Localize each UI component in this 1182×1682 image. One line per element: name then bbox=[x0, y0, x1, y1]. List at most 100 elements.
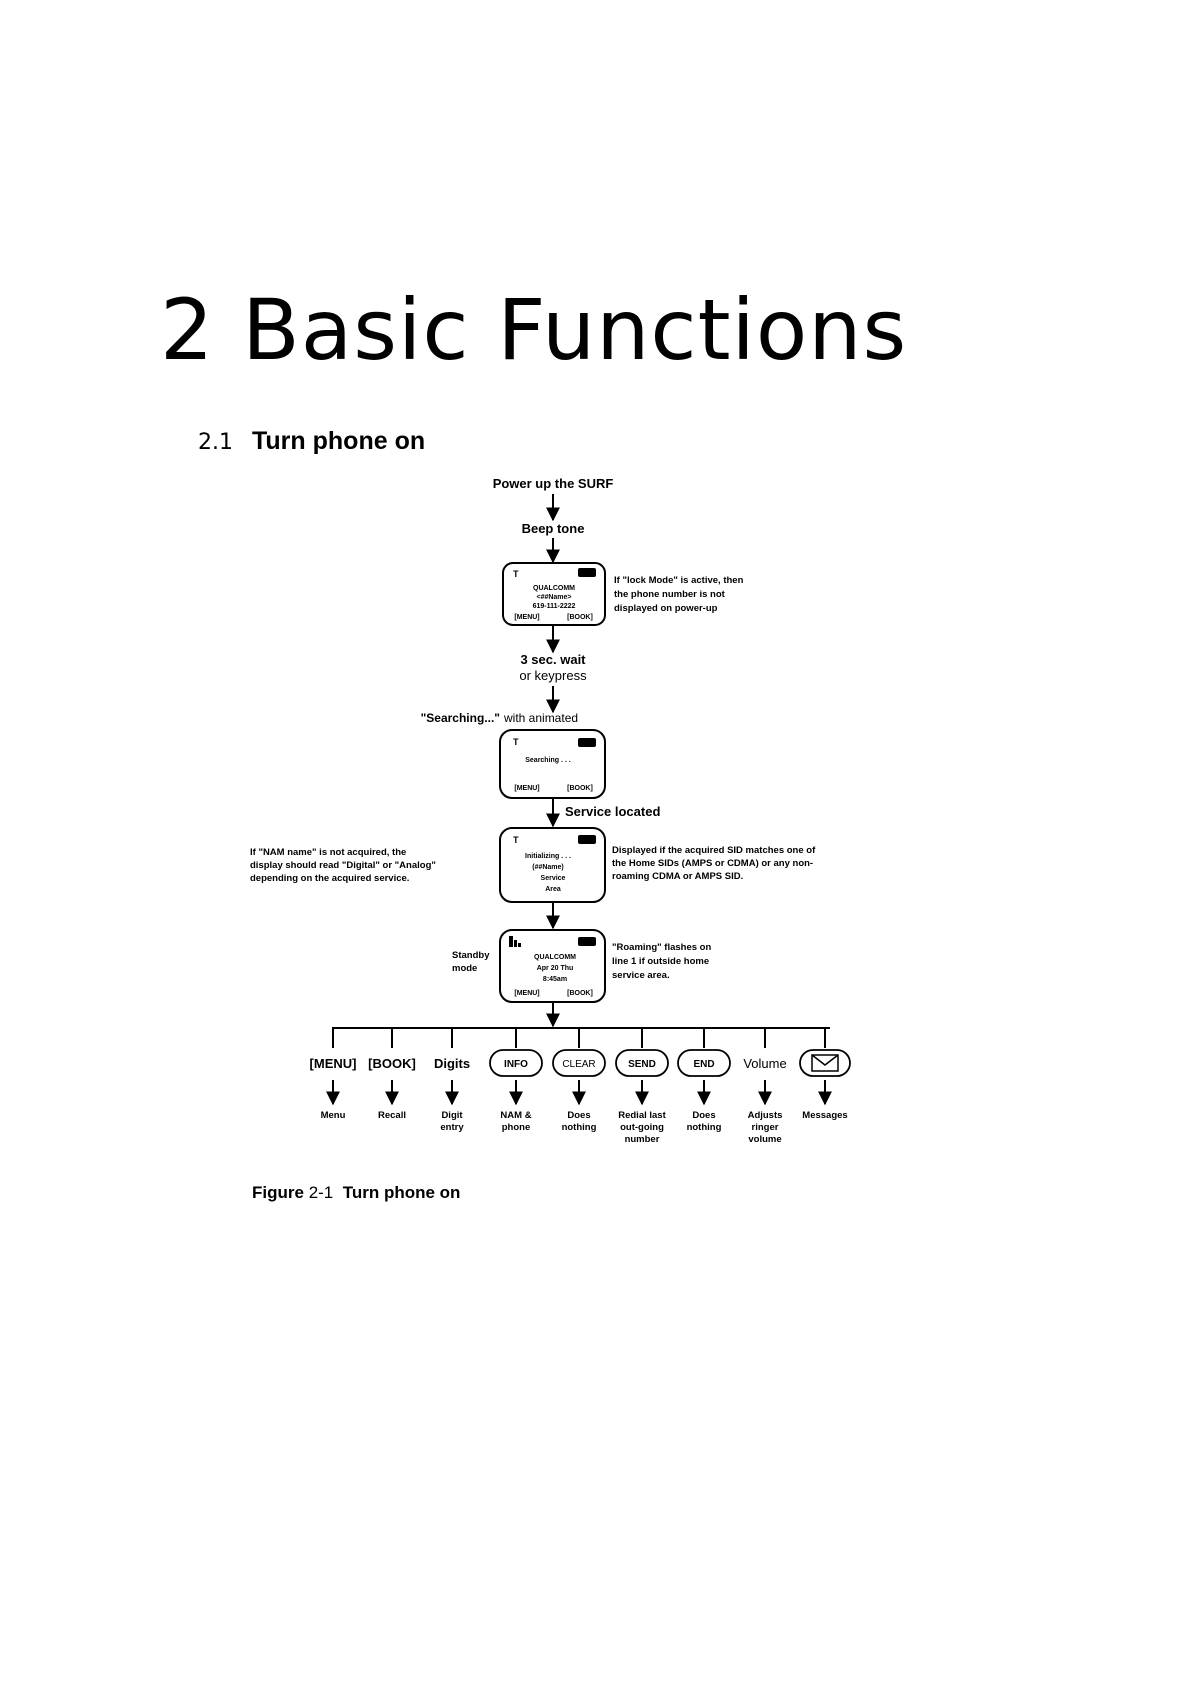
service-located-label: Service located bbox=[565, 804, 660, 819]
key-result: out-going bbox=[620, 1122, 664, 1133]
screen-line: Searching . . . bbox=[525, 757, 571, 764]
screen-line: 619-111-2222 bbox=[533, 603, 576, 610]
volume-key: Volume bbox=[743, 1056, 786, 1071]
svg-text:"Roaming" flashes on: "Roaming" flashes on bbox=[612, 942, 711, 953]
end-key-outline bbox=[677, 1049, 731, 1077]
battery-icon bbox=[578, 835, 596, 844]
svg-text:the Home SIDs (AMPS or CDMA) o: the Home SIDs (AMPS or CDMA) or any non- bbox=[612, 858, 813, 869]
key-column-book: [BOOK] Recall bbox=[368, 1028, 416, 1121]
softkey-right: [BOOK] bbox=[567, 614, 593, 621]
startup-screen: ᵀ QUALCOMM <##Name> 619-111-2222 [MENU] … bbox=[502, 562, 606, 626]
end-key: END bbox=[693, 1059, 714, 1070]
screen-line: Area bbox=[545, 886, 561, 893]
beep-tone-label: Beep tone bbox=[522, 521, 585, 536]
service-screen: ᵀ Initializing . . . (##Name) Service Ar… bbox=[499, 827, 606, 903]
lock-mode-note: If "lock Mode" is active, then the phone… bbox=[614, 575, 744, 614]
key-result: Adjusts bbox=[748, 1110, 783, 1121]
key-result: phone bbox=[502, 1122, 531, 1133]
key-result: number bbox=[625, 1134, 660, 1145]
info-key: INFO bbox=[504, 1059, 528, 1070]
figure-caption: Figure 2-1 Turn phone on bbox=[252, 1183, 460, 1203]
figure-title: Turn phone on bbox=[342, 1183, 461, 1202]
battery-icon bbox=[578, 568, 596, 577]
svg-text:displayed on power-up: displayed on power-up bbox=[614, 603, 718, 614]
antenna-icon: ᵀ bbox=[513, 568, 519, 583]
battery-icon bbox=[578, 738, 596, 747]
key-column-envelope-icon: Messages bbox=[799, 1028, 851, 1121]
softkey-right: [BOOK] bbox=[567, 785, 593, 792]
screen-line: (##Name) bbox=[532, 864, 564, 871]
key-result: nothing bbox=[687, 1122, 722, 1133]
envelope-icon bbox=[811, 1054, 839, 1072]
antenna-icon: ᵀ bbox=[513, 834, 519, 849]
send-key: SEND bbox=[628, 1059, 656, 1070]
key-result: Menu bbox=[321, 1110, 346, 1121]
nam-name-note: If "NAM name" is not acquired, the displ… bbox=[250, 847, 436, 884]
key-result: Recall bbox=[378, 1110, 406, 1121]
sid-note: Displayed if the acquired SID matches on… bbox=[612, 845, 816, 882]
standby-label: Standby bbox=[452, 950, 490, 961]
key-result: entry bbox=[440, 1122, 464, 1133]
svg-text:display should read "Digital": display should read "Digital" or "Analog… bbox=[250, 860, 436, 871]
key-result: volume bbox=[748, 1134, 781, 1145]
searching-label: "Searching..." bbox=[421, 711, 500, 725]
standby-screen: QUALCOMM Apr 20 Thu 8:45am [MENU] [BOOK] bbox=[499, 929, 606, 1003]
softkey-right: [BOOK] bbox=[567, 990, 593, 997]
key-result: ringer bbox=[752, 1122, 779, 1133]
wait-label: 3 sec. wait bbox=[520, 652, 586, 667]
screen-line: Initializing . . . bbox=[525, 853, 571, 860]
svg-text:line 1 if outside home: line 1 if outside home bbox=[612, 956, 709, 967]
screen-line: 8:45am bbox=[543, 976, 567, 983]
clear-key-outline bbox=[552, 1049, 606, 1077]
key-result: Does bbox=[567, 1110, 590, 1121]
figure-label: Figure bbox=[252, 1183, 304, 1202]
digits-key: Digits bbox=[434, 1056, 470, 1071]
roaming-note: "Roaming" flashes on line 1 if outside h… bbox=[612, 942, 711, 981]
battery-icon bbox=[578, 937, 596, 946]
svg-text:If "lock Mode" is active, then: If "lock Mode" is active, then bbox=[614, 575, 744, 586]
key-result: NAM & bbox=[500, 1110, 531, 1121]
key-result: Does bbox=[692, 1110, 715, 1121]
antenna-icon: ᵀ bbox=[513, 736, 519, 751]
svg-text:Displayed if the acquired SID: Displayed if the acquired SID matches on… bbox=[612, 845, 816, 856]
animated-label: with animated bbox=[503, 711, 578, 725]
screen-line: QUALCOMM bbox=[533, 585, 575, 592]
screen-line: Apr 20 Thu bbox=[537, 965, 574, 972]
svg-text:roaming CDMA or AMPS SID.: roaming CDMA or AMPS SID. bbox=[612, 871, 743, 882]
send-key-outline bbox=[615, 1049, 669, 1077]
svg-text:depending on the acquired serv: depending on the acquired service. bbox=[250, 873, 409, 884]
svg-text:the phone number is not: the phone number is not bbox=[614, 589, 726, 600]
keypress-label: or keypress bbox=[519, 668, 587, 683]
svg-text:If "NAM name" is not acquired,: If "NAM name" is not acquired, the bbox=[250, 847, 406, 858]
clear-key: CLEAR bbox=[562, 1059, 595, 1070]
softkey-left: [MENU] bbox=[514, 614, 539, 621]
key-result: Digit bbox=[441, 1110, 463, 1121]
figure-number: 2-1 bbox=[308, 1183, 334, 1202]
signal-strength-icon bbox=[509, 936, 513, 947]
screen-line: <##Name> bbox=[536, 594, 571, 601]
softkey-left: [MENU] bbox=[514, 990, 539, 997]
book-key: [BOOK] bbox=[368, 1056, 416, 1071]
key-result: nothing bbox=[562, 1122, 597, 1133]
menu-key: [MENU] bbox=[310, 1056, 357, 1071]
screen-line: QUALCOMM bbox=[534, 954, 576, 961]
key-column-menu: [MENU] Menu bbox=[310, 1028, 357, 1121]
power-up-label: Power up the SURF bbox=[493, 476, 614, 491]
standby-label: mode bbox=[452, 963, 477, 974]
screen-line: Service bbox=[541, 875, 566, 882]
chapter-title: 2 Basic Functions bbox=[160, 281, 908, 379]
key-result: Redial last bbox=[618, 1110, 666, 1121]
softkey-left: [MENU] bbox=[514, 785, 539, 792]
key-column-info: INFO NAM &phone bbox=[489, 1028, 543, 1133]
key-result: Messages bbox=[802, 1110, 847, 1121]
svg-text:service area.: service area. bbox=[612, 970, 670, 981]
searching-screen: ᵀ Searching . . . [MENU] [BOOK] bbox=[499, 729, 606, 799]
section-number: 2.1 bbox=[198, 430, 233, 455]
